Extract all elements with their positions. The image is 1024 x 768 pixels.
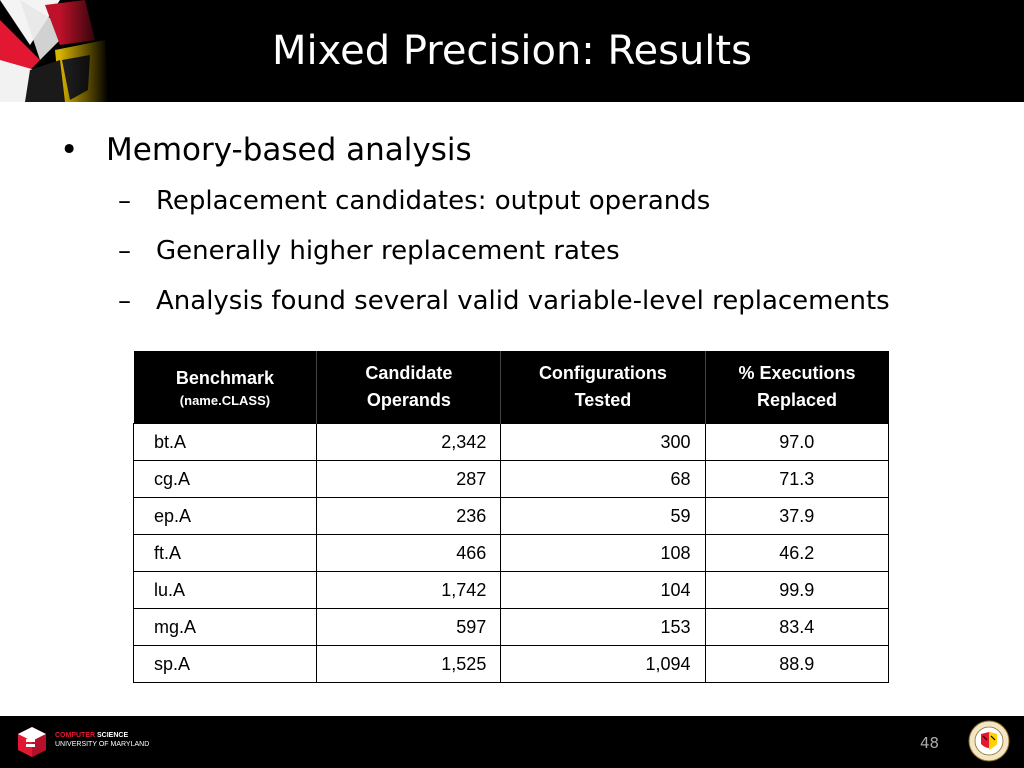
cell-candidate-operands: 466 (316, 534, 502, 572)
table-row: mg.A 597 153 83.4 (132, 608, 890, 646)
university-seal-icon (968, 720, 1010, 762)
table-row: ft.A 466 108 46.2 (132, 534, 890, 572)
cell-candidate-operands: 597 (316, 608, 502, 646)
bullet-symbol: • (60, 132, 79, 168)
cell-configurations-tested: 1,094 (500, 645, 706, 683)
table-row: cg.A 287 68 71.3 (132, 460, 890, 498)
cell-candidate-operands: 1,525 (316, 645, 502, 683)
header-benchmark: Benchmark (name.CLASS) (133, 351, 318, 424)
table-row: bt.A 2,342 300 97.0 (132, 423, 890, 461)
cell-configurations-tested: 300 (500, 423, 706, 461)
header-line: Configurations (538, 363, 667, 383)
sub-bullet-text: Replacement candidates: output operands (156, 186, 711, 216)
computer-science-wordmark: COMPUTER SCIENCE UNIVERSITY OF MARYLAND (55, 731, 149, 749)
cell-configurations-tested: 153 (500, 608, 706, 646)
cell-configurations-tested: 104 (500, 571, 706, 609)
table-row: ep.A 236 59 37.9 (132, 497, 890, 535)
cell-benchmark: ep.A (132, 497, 318, 535)
sub-bullet-item: –Generally higher replacement rates (118, 236, 620, 266)
header-line: Operands (366, 390, 451, 410)
cell-executions-replaced: 99.9 (704, 571, 890, 609)
wordmark-computer: COMPUTER (55, 732, 96, 739)
cell-benchmark: lu.A (132, 571, 318, 609)
cell-executions-replaced: 46.2 (704, 534, 890, 572)
cell-candidate-operands: 1,742 (316, 571, 502, 609)
header-candidate-operands: Candidate Operands (316, 351, 502, 424)
header-executions-replaced: % Executions Replaced (705, 351, 889, 424)
bullet-item: • Memory-based analysis (60, 132, 472, 168)
header-subline: (name.CLASS) (179, 392, 271, 408)
cell-executions-replaced: 88.9 (704, 645, 890, 683)
sub-bullet-item: –Analysis found several valid variable-l… (118, 286, 890, 316)
footer-bar: COMPUTER SCIENCE UNIVERSITY OF MARYLAND … (0, 716, 1024, 768)
dash-symbol: – (118, 286, 131, 316)
table-header-row: Benchmark (name.CLASS) Candidate Operand… (133, 351, 889, 424)
cell-executions-replaced: 37.9 (704, 497, 890, 535)
cell-executions-replaced: 97.0 (704, 423, 890, 461)
cell-configurations-tested: 59 (500, 497, 706, 535)
page-number: 48 (920, 734, 940, 752)
wordmark-science: SCIENCE (97, 732, 129, 739)
table-row: sp.A 1,525 1,094 88.9 (132, 645, 890, 683)
bullet-text: Memory-based analysis (106, 132, 472, 168)
maryland-flag-decoration (0, 0, 108, 102)
slide-title: Mixed Precision: Results (272, 28, 752, 74)
cell-candidate-operands: 2,342 (316, 423, 502, 461)
wordmark-university: UNIVERSITY OF MARYLAND (55, 741, 150, 748)
cell-configurations-tested: 108 (500, 534, 706, 572)
table-row: lu.A 1,742 104 99.9 (132, 571, 890, 609)
header-configurations-tested: Configurations Tested (500, 351, 706, 424)
sub-bullet-text: Analysis found several valid variable-le… (156, 286, 890, 316)
sub-bullet-text: Generally higher replacement rates (156, 236, 620, 266)
cell-executions-replaced: 71.3 (704, 460, 890, 498)
cell-benchmark: bt.A (132, 423, 318, 461)
cell-benchmark: ft.A (132, 534, 318, 572)
cell-benchmark: cg.A (132, 460, 318, 498)
results-table: Benchmark (name.CLASS) Candidate Operand… (132, 351, 890, 683)
computer-science-logo-icon (18, 727, 46, 757)
cell-candidate-operands: 236 (316, 497, 502, 535)
header-line: Replaced (757, 390, 838, 410)
header-line: % Executions (738, 363, 856, 383)
header-line: Tested (574, 390, 632, 410)
header-line: Candidate (365, 363, 453, 383)
cell-candidate-operands: 287 (316, 460, 502, 498)
cell-executions-replaced: 83.4 (704, 608, 890, 646)
cell-benchmark: sp.A (132, 645, 318, 683)
cell-benchmark: mg.A (132, 608, 318, 646)
sub-bullet-item: –Replacement candidates: output operands (118, 186, 710, 216)
cell-configurations-tested: 68 (500, 460, 706, 498)
dash-symbol: – (118, 236, 131, 266)
dash-symbol: – (118, 186, 131, 216)
title-bar: Mixed Precision: Results (0, 0, 1024, 102)
header-line: Benchmark (175, 367, 274, 388)
